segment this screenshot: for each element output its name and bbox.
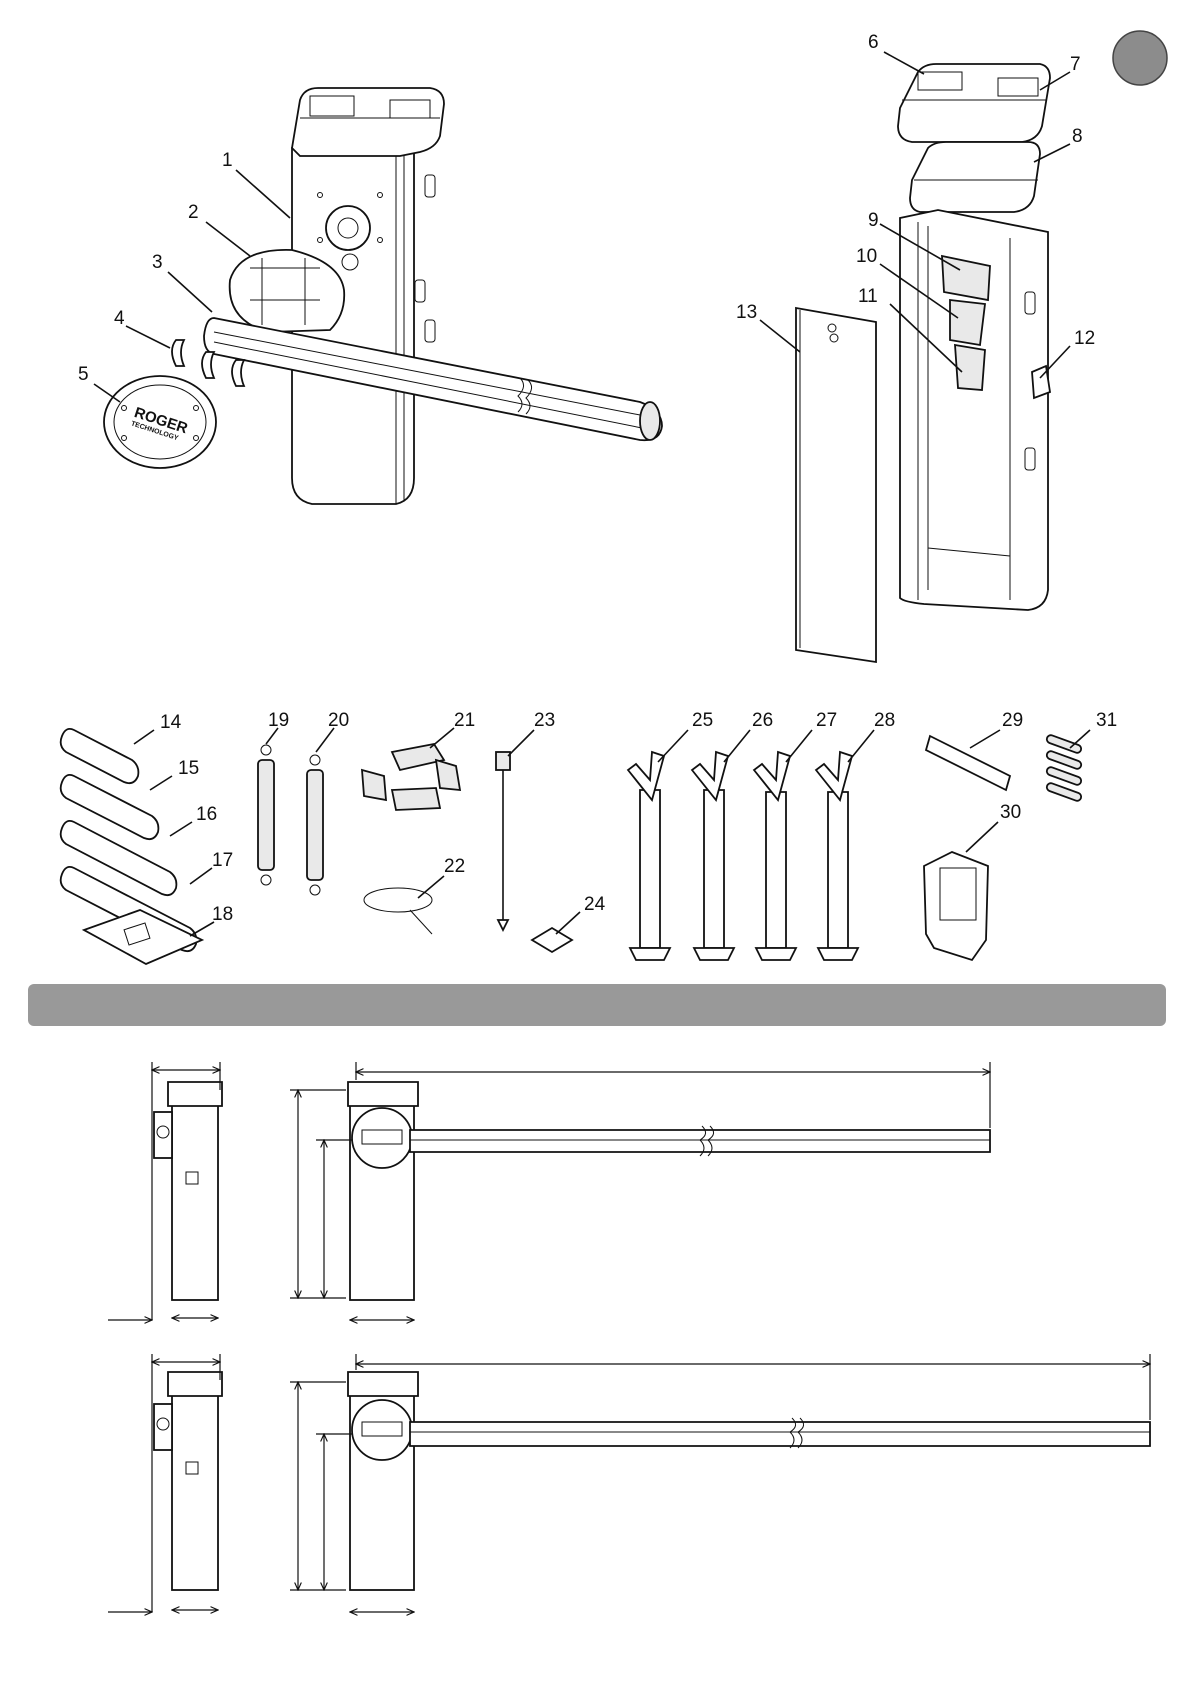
part-label: 28 bbox=[874, 710, 895, 731]
dimension-drawing-long-boom bbox=[108, 1354, 1150, 1612]
part-label: 1 bbox=[222, 150, 233, 171]
part-label: 7 bbox=[1070, 54, 1081, 75]
part-label: 16 bbox=[196, 804, 217, 825]
part-label: 10 bbox=[856, 246, 877, 267]
part-label: 8 bbox=[1072, 126, 1083, 147]
part-label: 5 bbox=[78, 364, 89, 385]
part-label: 13 bbox=[736, 302, 757, 323]
part-label: 24 bbox=[584, 894, 606, 915]
part-label: 6 bbox=[868, 32, 879, 53]
part-label: 29 bbox=[1002, 710, 1023, 731]
part-label: 18 bbox=[212, 904, 233, 925]
part-label: 11 bbox=[858, 286, 878, 307]
part-label: 21 bbox=[454, 710, 475, 731]
part-label: 2 bbox=[188, 202, 199, 223]
part-label: 3 bbox=[152, 252, 163, 273]
part-label: 25 bbox=[692, 710, 713, 731]
part-label: 14 bbox=[160, 712, 182, 733]
part-label: 12 bbox=[1074, 328, 1095, 349]
part-label: 19 bbox=[268, 710, 289, 731]
part-label: 20 bbox=[328, 710, 349, 731]
part-label: 9 bbox=[868, 210, 879, 231]
section-divider-bar bbox=[28, 984, 1166, 1026]
dimension-drawing-short-boom bbox=[108, 1062, 990, 1320]
part-label: 30 bbox=[1000, 802, 1021, 823]
section-badge bbox=[1113, 31, 1167, 85]
part-label: 31 bbox=[1096, 710, 1117, 731]
barrier-assembled-illustration: ROGER TECHNOLOGY bbox=[104, 88, 662, 504]
part-label: 23 bbox=[534, 710, 555, 731]
roger-logo-cover: ROGER TECHNOLOGY bbox=[104, 376, 216, 468]
part-label: 27 bbox=[816, 710, 837, 731]
accessories-illustrations bbox=[61, 729, 1083, 964]
part-label: 15 bbox=[178, 758, 199, 779]
part-label: 17 bbox=[212, 850, 233, 871]
cabinet-exploded-illustration bbox=[796, 64, 1050, 662]
part-label: 26 bbox=[752, 710, 773, 731]
part-label: 4 bbox=[114, 308, 125, 329]
part-label: 22 bbox=[444, 856, 465, 877]
